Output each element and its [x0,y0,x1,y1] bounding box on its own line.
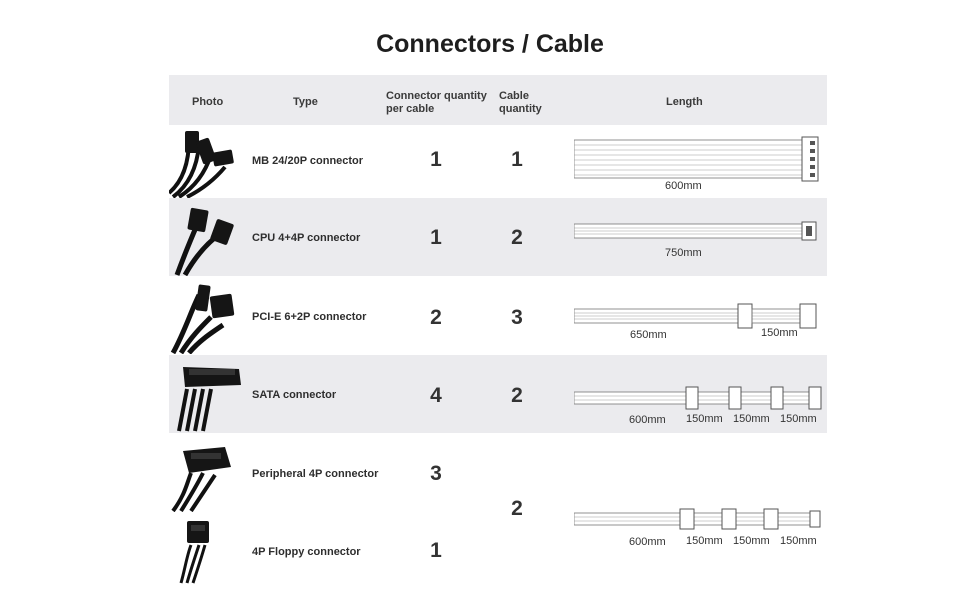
conn-qty-cpu: 1 [430,226,442,249]
header-type: Type [293,96,318,108]
peripheral-floppy-cable-diagram [574,508,821,530]
mb-cable-diagram [574,136,819,182]
length-sata-ext-2: 150mm [733,413,770,425]
floppy-connector-photo [179,521,209,584]
conn-qty-floppy: 1 [430,539,442,562]
type-sata: SATA connector [252,389,337,401]
conn-qty-mb: 1 [430,148,442,171]
cpu-connector-photo [174,207,234,276]
sata-cable-diagram [574,386,822,410]
peripheral-connector-photo [171,447,231,512]
length-pcie-main: 650mm [630,329,667,341]
conn-qty-sata: 4 [430,384,442,407]
pcie-connector-photo [170,284,235,354]
type-peripheral: Peripheral 4P connector [252,468,379,480]
header-length: Length [666,96,703,108]
length-pcie-ext: 150mm [761,327,798,339]
length-sata-ext-3: 150mm [780,413,817,425]
cable-qty-sata: 2 [511,384,523,407]
header-photo: Photo [192,96,224,108]
pcie-cable-diagram [574,303,817,329]
length-peripheral-main: 600mm [629,536,666,548]
length-sata-main: 600mm [629,414,666,426]
type-cpu: CPU 4+4P connector [252,232,361,244]
connectors-table: Photo Type Connector quantity per cable … [169,75,827,585]
page-title: Connectors / Cable [376,30,604,58]
conn-qty-peripheral: 3 [430,462,442,485]
length-peripheral-ext-2: 150mm [733,535,770,547]
header-connector-quantity-line2: per cable [386,103,435,115]
length-peripheral-ext-1: 150mm [686,535,723,547]
cable-qty-peripheral-floppy: 2 [511,497,523,520]
header-cable-quantity-line2: quantity [499,103,542,115]
type-pcie: PCI-E 6+2P connector [252,311,367,323]
mb-connector-photo [169,131,234,198]
cable-qty-mb: 1 [511,148,523,171]
length-cpu-main: 750mm [665,247,702,259]
cpu-cable-diagram [574,221,817,241]
cable-qty-pcie: 3 [511,306,523,329]
table-header-row [169,75,827,125]
length-peripheral-ext-3: 150mm [780,535,817,547]
type-mb: MB 24/20P connector [252,155,364,167]
conn-qty-pcie: 2 [430,306,442,329]
sata-connector-photo [177,367,241,432]
header-connector-quantity: Connector quantity per cable [386,90,487,116]
type-floppy: 4P Floppy connector [252,546,361,558]
length-mb-main: 600mm [665,180,702,192]
length-sata-ext-1: 150mm [686,413,723,425]
header-cable-quantity: Cable quantity [499,90,542,116]
cable-qty-cpu: 2 [511,226,523,249]
header-connector-quantity-line1: Connector quantity [386,90,487,102]
header-cable-quantity-line1: Cable [499,90,529,102]
